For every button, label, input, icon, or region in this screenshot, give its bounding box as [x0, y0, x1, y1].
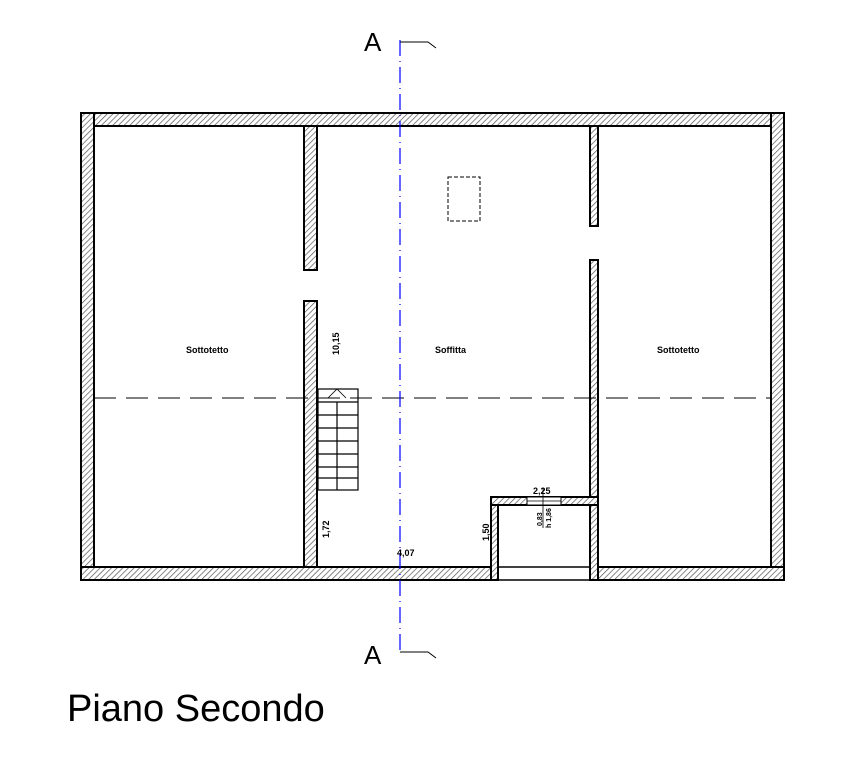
closet-window: [526, 496, 562, 506]
room-label-sottotetto-right: Sottotetto: [657, 345, 700, 355]
dimension-1-50: 1,50: [481, 523, 491, 541]
section-marker-bottom: A: [364, 640, 382, 670]
room-label-sottotetto-left: Sottotetto: [186, 345, 229, 355]
section-marker-top: A: [364, 27, 382, 57]
wall-right: [770, 112, 785, 581]
dimension-h-1-86: h 1,86: [546, 508, 553, 528]
staircase: [317, 388, 359, 491]
dimension-1-72: 1,72: [321, 520, 331, 538]
section-flag-bottom-icon: [400, 651, 437, 659]
plan-title: Piano Secondo: [67, 688, 325, 730]
wall-bottom-left: [80, 566, 499, 581]
dimension-10-15: 10,15: [331, 332, 341, 355]
partition-left-upper: [303, 125, 318, 271]
closet-wall-left: [490, 496, 499, 581]
closet-opening: [498, 566, 590, 581]
wall-left: [80, 112, 95, 581]
skylight: [447, 176, 481, 222]
wall-bottom-right: [589, 566, 785, 581]
dimension-0-83: 0,83: [537, 512, 544, 526]
room-label-soffitta: Soffitta: [435, 345, 467, 355]
partition-left-lower: [303, 300, 318, 568]
section-flag-top-icon: [400, 41, 437, 49]
stair-arrow-icon: [327, 388, 347, 399]
dimension-2-25: 2,25: [533, 486, 551, 496]
partition-right-lower: [589, 259, 599, 581]
partition-right-upper: [589, 125, 599, 227]
dimension-4-07: 4,07: [397, 548, 415, 558]
wall-top: [80, 112, 785, 127]
